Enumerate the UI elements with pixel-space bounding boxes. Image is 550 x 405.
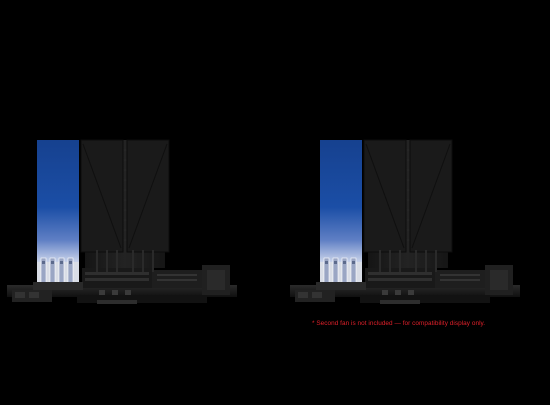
second-fan-footnote: * Second fan is not included — for compa… (312, 320, 486, 327)
cooler-left (6, 139, 238, 305)
cooler-right (289, 139, 521, 305)
